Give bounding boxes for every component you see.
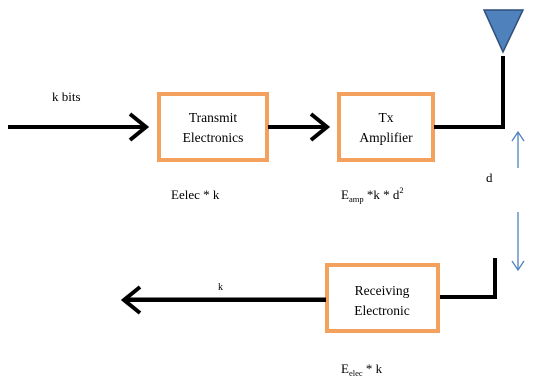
down-arrow-icon (511, 212, 525, 272)
receive-energy-label: Eelec * k (341, 361, 383, 378)
amplifier-box-line2: Amplifier (359, 130, 413, 145)
transmit-box-line1: Transmit (189, 110, 238, 125)
distance-label: d (486, 170, 493, 185)
output-arrow (120, 285, 326, 315)
receiving-electronic-block: Receiving Electronic (325, 263, 440, 333)
antenna-icon (482, 9, 525, 54)
up-arrow-icon (511, 130, 525, 168)
tx-amplifier-block: Tx Amplifier (337, 92, 435, 162)
receiving-box-line1: Receiving (355, 283, 410, 298)
transmit-to-amplifier-arrow (268, 112, 331, 142)
amplifier-energy-label: Eamp *k * d2 (341, 185, 404, 204)
transmit-electronics-block: Transmit Electronics (157, 92, 269, 162)
amplifier-box-line1: Tx (379, 110, 394, 125)
input-arrow (8, 112, 150, 142)
transmit-energy-label: Eelec * k (171, 187, 220, 202)
antenna-feed-line (434, 56, 505, 129)
output-label: k (218, 282, 223, 293)
receiving-box-line2: Electronic (354, 303, 409, 318)
transmit-box-line2: Electronics (183, 130, 244, 145)
input-label: k bits (52, 89, 81, 104)
receive-feed-line (440, 258, 497, 299)
